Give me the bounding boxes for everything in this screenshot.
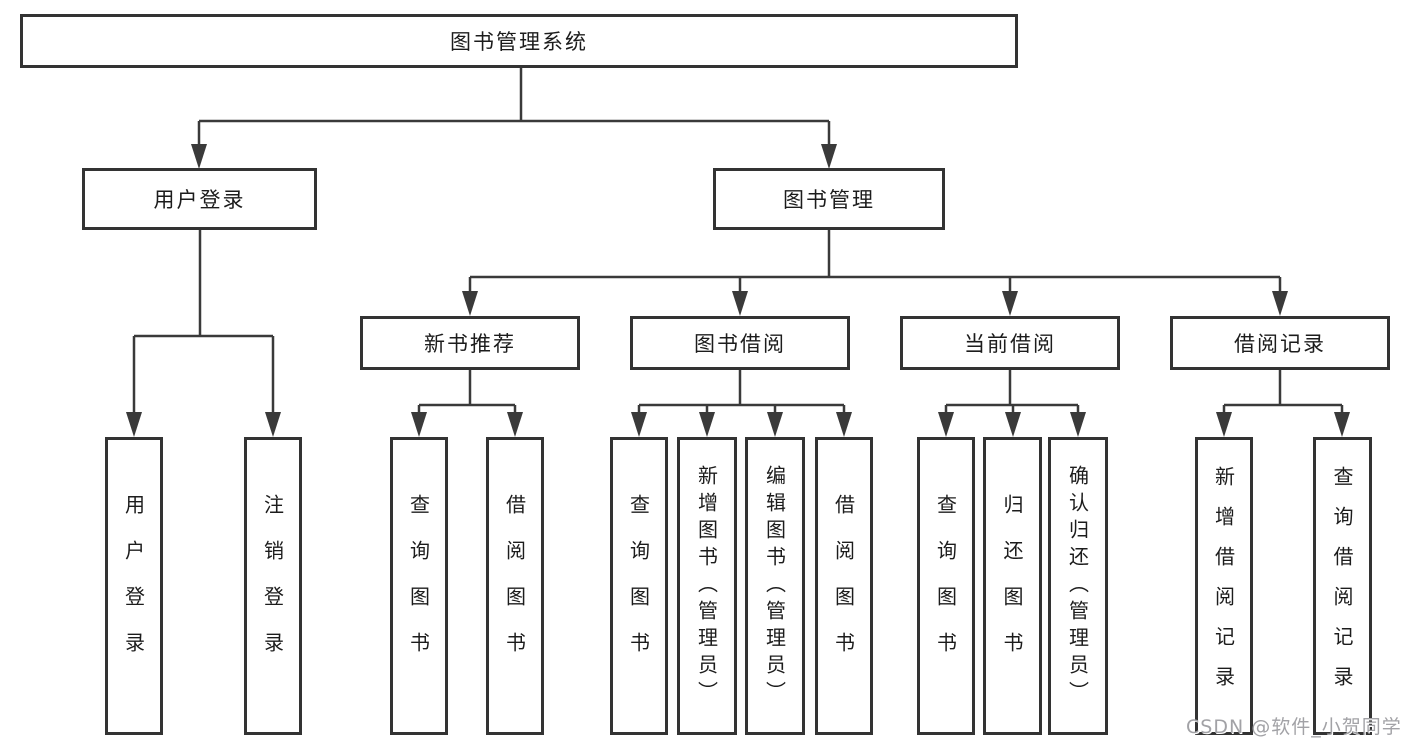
node-borrowing-records: 借阅记录 <box>1170 316 1390 370</box>
node-logout-leaf: 注销登录 <box>244 437 302 735</box>
node-user-login: 用户登录 <box>82 168 317 230</box>
node-return-books: 归还图书 <box>983 437 1042 735</box>
node-new-book-recommend: 新书推荐 <box>360 316 580 370</box>
node-borrow-books-borrowing: 借阅图书 <box>815 437 873 735</box>
node-borrow-books-recommend: 借阅图书 <box>486 437 544 735</box>
node-confirm-return-admin: 确认归还（管理员） <box>1048 437 1108 735</box>
node-query-books-current: 查询图书 <box>917 437 975 735</box>
connector-lines <box>132 68 1344 414</box>
node-query-books-recommend: 查询图书 <box>390 437 448 735</box>
node-book-borrowing: 图书借阅 <box>630 316 850 370</box>
node-add-borrow-record: 新增借阅记录 <box>1195 437 1253 735</box>
node-library-management-system: 图书管理系统 <box>20 14 1018 68</box>
node-current-borrowing: 当前借阅 <box>900 316 1120 370</box>
watermark: CSDN @软件_小贺同学 <box>1186 716 1402 738</box>
node-query-borrow-record: 查询借阅记录 <box>1313 437 1372 735</box>
node-query-books-borrowing: 查询图书 <box>610 437 668 735</box>
arrowheads <box>126 144 1350 437</box>
node-edit-book-admin: 编辑图书（管理员） <box>745 437 805 735</box>
node-book-management: 图书管理 <box>713 168 945 230</box>
node-add-book-admin: 新增图书（管理员） <box>677 437 737 735</box>
node-user-login-leaf: 用户登录 <box>105 437 163 735</box>
